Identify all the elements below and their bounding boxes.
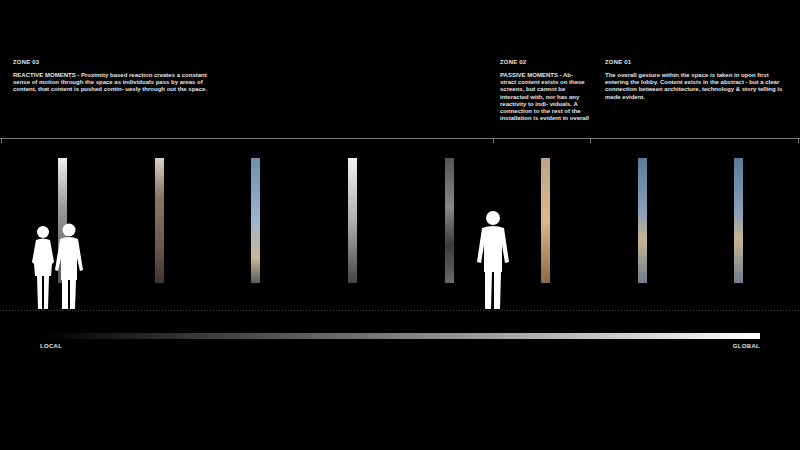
zone-description: PASSIVE MOMENTS - Ab- stract content exi… [500,72,590,122]
scale-label: GLOBAL [733,343,760,350]
screen-strips [58,158,743,283]
zone-heading: ZONE 02 [500,59,590,66]
scale-label: LOCAL [40,343,62,350]
floor-line [0,310,800,311]
people-silhouettes [32,211,509,309]
zone-heading: ZONE 03 [13,59,213,66]
zone-divider [0,138,800,143]
zone-heading: ZONE 01 [605,59,783,66]
local-global-scale [40,333,760,339]
zone-description: REACTIVE MOMENTS - Proximity based react… [13,72,213,94]
zone-description: The overall gesture within the space is … [605,72,783,101]
